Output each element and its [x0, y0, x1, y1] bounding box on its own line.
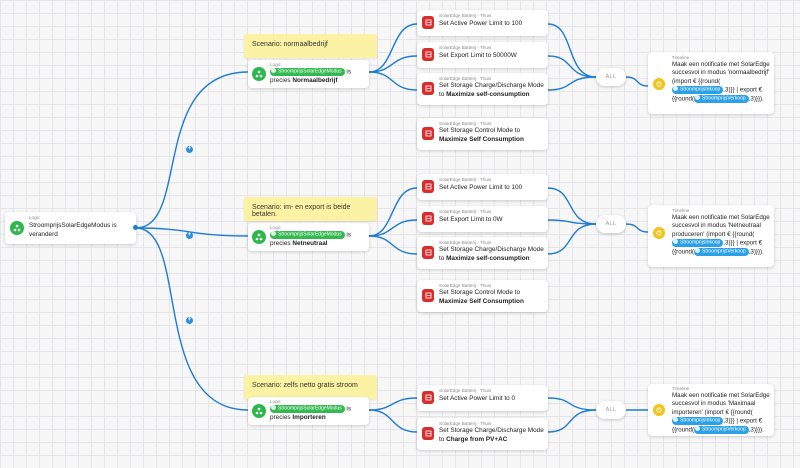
logic-sub: Logic — [270, 62, 281, 67]
variable-pill[interactable]: StroomprijsInkoop — [672, 239, 724, 247]
variable-pill[interactable]: StroomprijsVerkoop — [694, 426, 749, 434]
logic-card[interactable]: Logic StroomprijsSolarEdgeModus is preci… — [248, 60, 369, 88]
logic-sub: Logic — [270, 225, 281, 230]
timeline-text: Maak een notificatie met SolarEdge succe… — [672, 392, 770, 434]
timeline-icon — [653, 227, 665, 239]
timeline-icon — [653, 78, 665, 90]
timeline-text: Maak een notificatie met SolarEdge succe… — [672, 214, 770, 256]
action-sub: SolarEdge Batterij - Thuis — [439, 240, 492, 245]
device-icon — [422, 48, 434, 61]
trigger-sub: Logic — [29, 215, 40, 220]
action-card[interactable]: SolarEdge Batterij - Thuis Set Storage C… — [417, 118, 548, 150]
action-card[interactable]: SolarEdge Batterij - Thuis Set Storage C… — [417, 73, 548, 105]
logic-card[interactable]: Logic StroomprijsSolarEdgeModus is preci… — [248, 223, 369, 251]
action-text: Set Export Limit to 50000W — [439, 52, 517, 59]
action-sub: SolarEdge Batterij - Thuis — [439, 388, 492, 393]
variable-pill[interactable]: StroomprijsVerkoop — [694, 248, 749, 256]
action-card[interactable]: SolarEdge Batterij - Thuis Set Active Po… — [417, 10, 548, 36]
action-sub: SolarEdge Batterij - Thuis — [439, 45, 492, 50]
variable-pill[interactable]: StroomprijsSolarEdgeModus — [270, 231, 345, 239]
timeline-card[interactable]: Timeline Maak een notificatie met SolarE… — [648, 52, 774, 114]
logic-node-icon — [252, 230, 266, 244]
scenario-note[interactable]: Scenario: zelfs netto gratis stroom — [244, 375, 377, 399]
logic-node-icon — [252, 67, 266, 81]
action-sub: SolarEdge Batterij - Thuis — [439, 283, 492, 288]
action-sub: SolarEdge Batterij - Thuis — [439, 209, 492, 214]
variable-pill[interactable]: StroomprijsVerkoop — [694, 95, 749, 103]
action-sub: SolarEdge Batterij - Thuis — [439, 13, 492, 18]
timeline-card[interactable]: Timeline Maak een notificatie met SolarE… — [648, 384, 774, 436]
timeline-icon — [653, 404, 665, 416]
logic-card[interactable]: Logic StroomprijsSolarEdgeModus is preci… — [248, 397, 369, 425]
all-gate[interactable]: ALL — [596, 215, 626, 233]
action-card[interactable]: SolarEdge Batterij - Thuis Set Storage C… — [417, 418, 548, 450]
trigger-logic-card[interactable]: Logic StroomprijsSolarEdgeModus is veran… — [5, 212, 136, 244]
timeline-text: Maak een notificatie met SolarEdge succe… — [672, 61, 770, 103]
plus-icon[interactable]: + — [186, 146, 193, 153]
timeline-sub: Timeline — [672, 208, 690, 213]
variable-pill[interactable]: StroomprijsInkoop — [672, 417, 724, 425]
trigger-output-port[interactable] — [133, 225, 138, 230]
logic-condition: StroomprijsSolarEdgeModus is precies Net… — [270, 231, 352, 248]
action-text: Set Active Power Limit to 100 — [439, 20, 523, 27]
plus-icon[interactable]: + — [186, 317, 193, 324]
variable-pill[interactable]: StroomprijsSolarEdgeModus — [270, 68, 345, 76]
device-icon — [422, 16, 434, 29]
action-card[interactable]: SolarEdge Batterij - Thuis Set Active Po… — [417, 385, 548, 411]
timeline-sub: Timeline — [672, 55, 690, 60]
action-card[interactable]: SolarEdge Batterij - Thuis Set Export Li… — [417, 42, 548, 68]
action-card[interactable]: SolarEdge Batterij - Thuis Set Storage C… — [417, 237, 548, 269]
device-icon — [422, 427, 434, 440]
scenario-note[interactable]: Scenario: im- en export is beide betalen… — [244, 197, 377, 221]
variable-pill[interactable]: StroomprijsSolarEdgeModus — [270, 405, 345, 413]
action-card[interactable]: SolarEdge Batterij - Thuis Set Export Li… — [417, 206, 548, 232]
action-sub: SolarEdge Batterij - Thuis — [439, 177, 492, 182]
action-text: Set Active Power Limit to 0 — [439, 395, 516, 402]
device-icon — [422, 246, 434, 259]
device-icon — [422, 127, 434, 140]
action-text: Set Export Limit to 0W — [439, 216, 503, 223]
action-card[interactable]: SolarEdge Batterij - Thuis Set Storage C… — [417, 280, 548, 312]
logic-condition: StroomprijsSolarEdgeModus is precies Nor… — [270, 68, 352, 85]
action-sub: SolarEdge Batterij - Thuis — [439, 121, 492, 126]
timeline-sub: Timeline — [672, 386, 690, 391]
device-icon — [422, 289, 434, 302]
action-card[interactable]: SolarEdge Batterij - Thuis Set Active Po… — [417, 174, 548, 200]
all-gate[interactable]: ALL — [596, 68, 626, 86]
logic-node-icon — [10, 221, 24, 235]
device-icon — [422, 180, 434, 193]
device-icon — [422, 82, 434, 95]
action-text: Set Active Power Limit to 100 — [439, 184, 523, 191]
all-gate[interactable]: ALL — [596, 401, 626, 419]
action-sub: SolarEdge Batterij - Thuis — [439, 421, 492, 426]
trigger-text: StroomprijsSolarEdgeModus is veranderd — [29, 222, 117, 238]
action-sub: SolarEdge Batterij - Thuis — [439, 76, 492, 81]
plus-icon[interactable]: + — [186, 232, 193, 239]
device-icon — [422, 391, 434, 404]
scenario-note[interactable]: Scenario: normaalbedrijf — [244, 34, 377, 58]
variable-pill[interactable]: StroomprijsInkoop — [672, 86, 724, 94]
logic-sub: Logic — [270, 399, 281, 404]
timeline-card[interactable]: Timeline Maak een notificatie met SolarE… — [648, 205, 774, 267]
logic-node-icon — [252, 404, 266, 418]
logic-condition: StroomprijsSolarEdgeModus is precies Imp… — [270, 405, 352, 422]
device-icon — [422, 212, 434, 225]
